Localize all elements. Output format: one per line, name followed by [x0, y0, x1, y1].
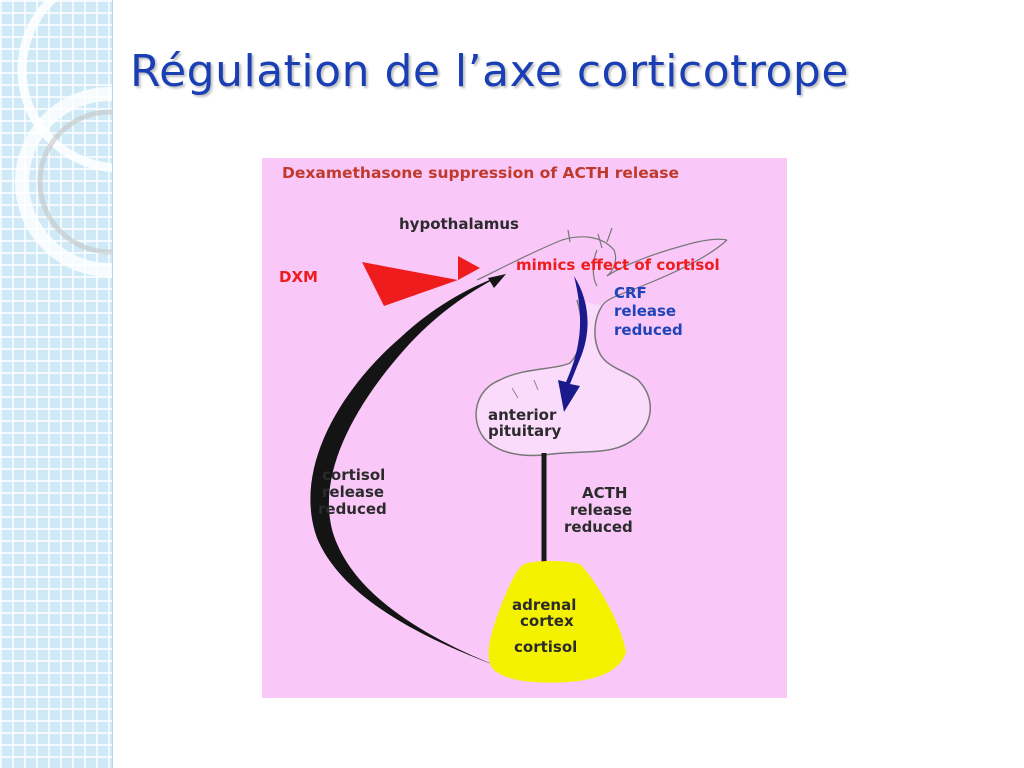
adrenal-label-3: cortisol — [514, 638, 577, 656]
cortisol-loop-label-3: reduced — [318, 500, 387, 518]
cortisol-arrowhead — [488, 274, 506, 288]
dxm-arrow — [362, 256, 480, 306]
crf-arrow — [558, 276, 588, 412]
hypothalamus-label: hypothalamus — [399, 215, 519, 233]
pituitary-label-2: pituitary — [488, 422, 562, 440]
slide-title: Régulation de l’axe corticotrope — [130, 46, 849, 97]
adrenal-cortex — [488, 561, 626, 683]
cortisol-loop-label-2: release — [322, 483, 384, 501]
dexamethasone-diagram: Dexamethasone suppression of ACTH releas… — [262, 158, 787, 698]
pituitary-label-1: anterior — [488, 406, 557, 424]
acth-label-3: reduced — [564, 518, 633, 536]
crf-label-1: CRF — [614, 284, 647, 302]
decorative-rings — [15, 0, 112, 277]
acth-label-1: ACTH — [582, 484, 627, 502]
mimics-label: mimics effect of cortisol — [516, 256, 720, 274]
decorative-sidebar — [0, 0, 113, 768]
adrenal-label-2: cortex — [520, 612, 574, 630]
dxm-label: DXM — [279, 268, 318, 286]
cortisol-loop-label-1: cortisol — [322, 466, 385, 484]
hypothalamus-outline — [476, 227, 728, 307]
diagram-canvas: Dexamethasone suppression of ACTH releas… — [279, 164, 728, 683]
diagram-heading: Dexamethasone suppression of ACTH releas… — [282, 164, 679, 182]
crf-label-2: release — [614, 302, 676, 320]
adrenal-label-1: adrenal — [512, 596, 576, 614]
acth-label-2: release — [570, 501, 632, 519]
crf-label-3: reduced — [614, 321, 683, 339]
